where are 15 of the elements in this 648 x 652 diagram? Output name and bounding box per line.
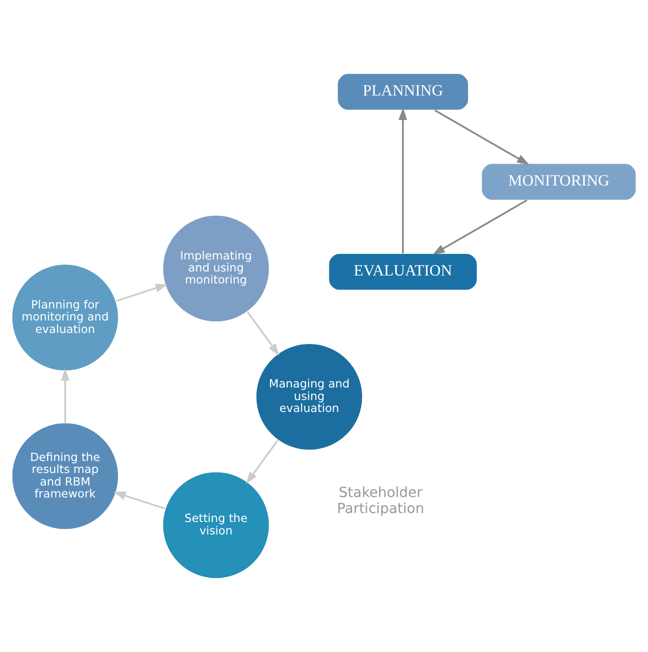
- arrow: [246, 311, 280, 356]
- arrow: [434, 110, 530, 165]
- arrow: [398, 108, 408, 254]
- arrow: [432, 200, 528, 255]
- label: Stakeholder Participation: [336, 485, 424, 517]
- arrow: [113, 492, 166, 510]
- arrow: [60, 368, 70, 423]
- node-circle: Defining the results map and RBM framework: [11, 422, 119, 530]
- node-box: MONITORING: [481, 163, 637, 201]
- node-box: PLANNING: [336, 73, 469, 111]
- node-circle: Implemating and using monitoring: [162, 214, 270, 322]
- node-box: EVALUATION: [328, 253, 478, 291]
- arrow: [246, 440, 278, 484]
- arrow: [116, 284, 168, 302]
- node-circle: Planning for monitoring and evaluation: [11, 264, 119, 372]
